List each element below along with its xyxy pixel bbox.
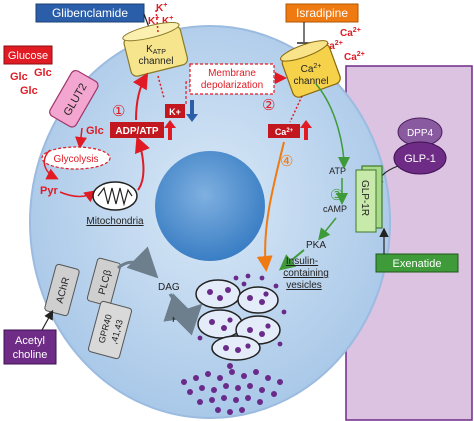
glp1-node	[393, 141, 447, 175]
acetyl-label-line1: Acetyl	[15, 335, 45, 347]
pka-label: PKA	[306, 240, 326, 251]
ca-influx-dots	[289, 95, 303, 123]
acetyl-label-line2: choline	[13, 349, 48, 361]
acetylcholine-box	[3, 329, 57, 365]
katp-label-line1: KATP	[146, 44, 166, 56]
katp-label-line2: channel	[138, 56, 173, 67]
secreted-insulin	[181, 363, 283, 415]
glycolysis-loop-arrow	[43, 149, 59, 180]
glycolysis-label: Glycolysis	[53, 154, 98, 165]
mitochondria-label: Mitochondria	[86, 216, 144, 227]
ca-box	[268, 124, 300, 138]
glucose-label: Glucose	[8, 50, 48, 62]
k-ion-1: K+	[156, 2, 167, 14]
glc-to-glycolysis-arrow	[75, 127, 87, 149]
cell-granules	[193, 273, 287, 347]
pka-to-vesicle-arrow	[278, 249, 305, 271]
atp-to-katp-arrow	[132, 72, 149, 121]
mitochondria	[92, 181, 138, 211]
glp1r-receptor-back	[355, 169, 377, 233]
ca-channel	[280, 40, 341, 98]
ca-to-vesicle-arrow	[256, 141, 285, 272]
camp-label: cAMP	[323, 204, 347, 214]
glc-2: Glc	[34, 67, 52, 79]
glibenclamide-box	[35, 3, 145, 23]
ca-ion-1: Ca2+	[340, 27, 361, 39]
insulin-label-line1: Insulin-	[286, 256, 318, 267]
ca-label: Ca2+	[275, 127, 294, 137]
dag-label: DAG	[158, 282, 180, 293]
pkc-to-vesicle-arrow	[170, 303, 203, 336]
membrane-label-line2: depolarization	[201, 80, 263, 91]
adp-atp-label: ADP/ATP	[115, 126, 158, 137]
exenatide-box	[375, 253, 459, 273]
glc-1: Glc	[10, 71, 28, 83]
exenatide-label: Exenatide	[393, 258, 442, 270]
katp-channel	[122, 22, 189, 77]
gpr-receptor: GPR40 ,41,43	[87, 300, 133, 360]
ca-increase-arrow	[300, 120, 312, 140]
glp1r-label: GLP-1R	[359, 180, 370, 216]
ca-channel-label-line1: Ca2+	[301, 63, 322, 75]
glp1-label: GLP-1	[404, 153, 436, 165]
pyr-label: Pyr	[40, 185, 58, 197]
k-decrease-arrow	[186, 100, 198, 122]
k-ion-3: K+	[162, 15, 173, 27]
step-2: ②	[262, 97, 275, 114]
nucleus	[155, 151, 265, 261]
insulin-vesicles	[195, 279, 281, 361]
step-1: ①	[112, 103, 125, 120]
insulin-label-line2: containing	[283, 268, 329, 279]
isradipine-label: Isradipine	[296, 6, 348, 20]
plcb-to-dag-arrow	[117, 246, 159, 279]
membrane-connector-left	[185, 81, 190, 104]
membrane-label-line1: Membrane	[208, 68, 256, 79]
atp-label: ATP	[329, 166, 346, 176]
insulin-label-line3: vesicles	[286, 280, 322, 291]
pyr-to-mito-arrow	[59, 190, 97, 203]
membrane-depolarization-box	[189, 63, 275, 95]
pkc-label: PKC	[172, 314, 193, 325]
ca-channel-label-line2: channel	[293, 76, 328, 87]
vesicle-granules	[207, 287, 271, 353]
glibenclamide-label: Glibenclamide	[52, 6, 128, 20]
camp-to-pka-arrow	[318, 217, 337, 241]
ca-ion-3: Ca2+	[344, 51, 365, 63]
glucose-box	[3, 45, 53, 65]
receptor-to-ca-channel-arrow	[315, 83, 350, 169]
glc-inside: Glc	[86, 125, 104, 137]
mito-to-atp-arrow	[135, 136, 150, 191]
k-plus-box	[165, 104, 185, 118]
plcb-enzyme: PLCβ	[86, 257, 122, 307]
glc-3: Glc	[20, 85, 38, 97]
dpp4-label: DPP4	[407, 128, 434, 139]
adp-atp-box	[110, 122, 164, 138]
adp-atp-increase-arrow	[164, 120, 176, 140]
glycolysis-oval	[41, 146, 111, 170]
acetylcholine-to-achr-arrow	[41, 309, 54, 331]
isradipine-box	[285, 3, 359, 23]
step-4: ④	[280, 153, 293, 170]
achr-receptor: AChR	[44, 263, 80, 317]
k-plus-label: K+	[169, 107, 181, 117]
